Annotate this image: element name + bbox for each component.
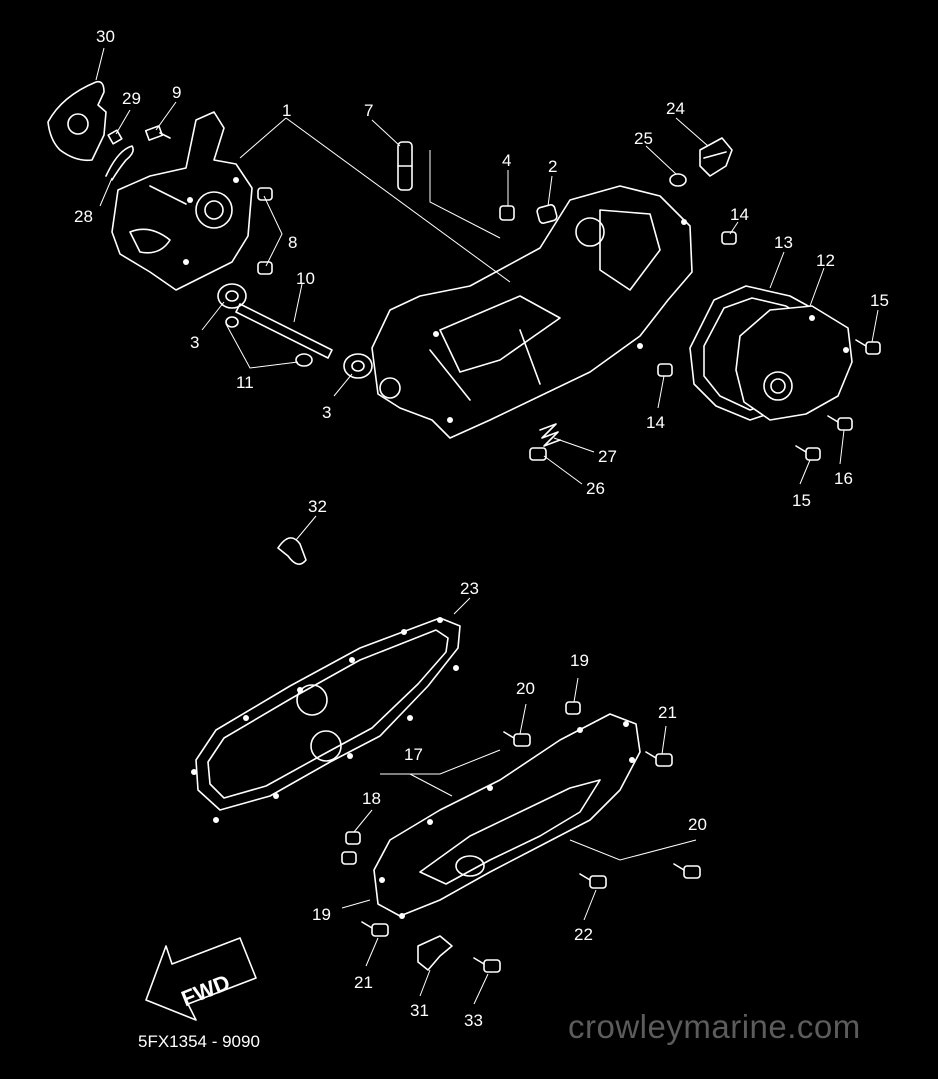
callout-labels: 30 29 9 1 7 24 25 4 2 28 8 10 3 11 3 14 … [74, 27, 889, 1030]
callout-32: 32 [308, 497, 327, 516]
bracket-assembly [111, 111, 253, 291]
part-8-dowel-a [257, 187, 273, 201]
part-33-bolt [473, 957, 501, 973]
callout-18: 18 [362, 789, 381, 808]
callout-24: 24 [666, 99, 685, 118]
callout-33: 33 [464, 1011, 483, 1030]
part-15-bolt-b [795, 445, 821, 461]
callout-13: 13 [774, 233, 793, 252]
figure-code: 5FX1354 - 9090 [138, 1032, 260, 1051]
part-16-bolt [827, 415, 853, 431]
callout-8: 8 [288, 233, 297, 252]
callout-15-top: 15 [870, 291, 889, 310]
part-3-bearing-right [343, 353, 373, 379]
callout-29: 29 [122, 89, 141, 108]
part-27-spring [539, 423, 561, 447]
callout-1: 1 [282, 101, 291, 120]
callout-23: 23 [460, 579, 479, 598]
part-18-dowel [345, 831, 361, 845]
part-25-washer [669, 173, 687, 187]
part-19-dowel-b [341, 851, 357, 865]
part-24-plug [699, 137, 733, 177]
part-2-collar [536, 204, 558, 224]
callout-16: 16 [834, 469, 853, 488]
part-21-bolt-a [645, 751, 673, 767]
part-17-cover [373, 713, 641, 919]
part-11-ring-b [295, 353, 313, 367]
part-31-clamp [417, 935, 453, 971]
callout-20-top: 20 [516, 679, 535, 698]
callout-15-bottom: 15 [792, 491, 811, 510]
callout-2: 2 [548, 157, 557, 176]
part-30-plate [47, 80, 107, 162]
part-8-dowel-b [257, 261, 273, 275]
callout-10: 10 [296, 269, 315, 288]
part-20-bolt-a [503, 731, 531, 747]
callout-4: 4 [502, 151, 511, 170]
part-21-bolt-b [361, 921, 389, 937]
part-20-bolt-b [673, 863, 701, 879]
part-7-pin [397, 141, 413, 191]
callout-31: 31 [410, 1001, 429, 1020]
leader-lines [95, 47, 879, 1005]
part-32-clip [277, 537, 307, 565]
callout-27: 27 [598, 447, 617, 466]
part-28-clip [105, 145, 134, 181]
callout-21-top: 21 [658, 703, 677, 722]
part-11-ring-a [225, 316, 239, 328]
part-4-dowel [499, 205, 515, 221]
part-29-bolt [107, 129, 123, 145]
part-23-gasket [191, 617, 461, 823]
callout-28: 28 [74, 207, 93, 226]
part-3-bearing-left [217, 283, 247, 309]
callout-19-bottom: 19 [312, 905, 331, 924]
callout-22: 22 [574, 925, 593, 944]
callout-9: 9 [172, 83, 181, 102]
part-26-bolt [529, 447, 547, 461]
part-14-dowel-a [721, 231, 737, 245]
forward-arrow-icon: FWD [145, 937, 257, 1021]
callout-7: 7 [364, 101, 373, 120]
callout-11: 11 [236, 373, 254, 392]
callout-25: 25 [634, 129, 653, 148]
part-1-crankcase [371, 185, 693, 439]
callout-14-bottom: 14 [646, 413, 665, 432]
callout-3-right: 3 [322, 403, 331, 422]
callout-19-top: 19 [570, 651, 589, 670]
callout-30: 30 [96, 27, 115, 46]
callout-21-bottom: 21 [354, 973, 373, 992]
callout-14-top: 14 [730, 205, 749, 224]
part-9-bolt [144, 125, 171, 141]
callout-3-left: 3 [190, 333, 199, 352]
part-19-dowel-a [565, 701, 581, 715]
part-15-bolt-a [855, 339, 881, 355]
callout-20-right: 20 [688, 815, 707, 834]
callout-12: 12 [816, 251, 835, 270]
part-22-bolt [579, 873, 607, 889]
watermark: crowleymarine.com [568, 1008, 861, 1045]
callout-17: 17 [404, 745, 423, 764]
part-12-cover [735, 305, 853, 421]
part-10-shaft [235, 303, 333, 359]
callout-26: 26 [586, 479, 605, 498]
part-14-dowel-b [657, 363, 673, 377]
